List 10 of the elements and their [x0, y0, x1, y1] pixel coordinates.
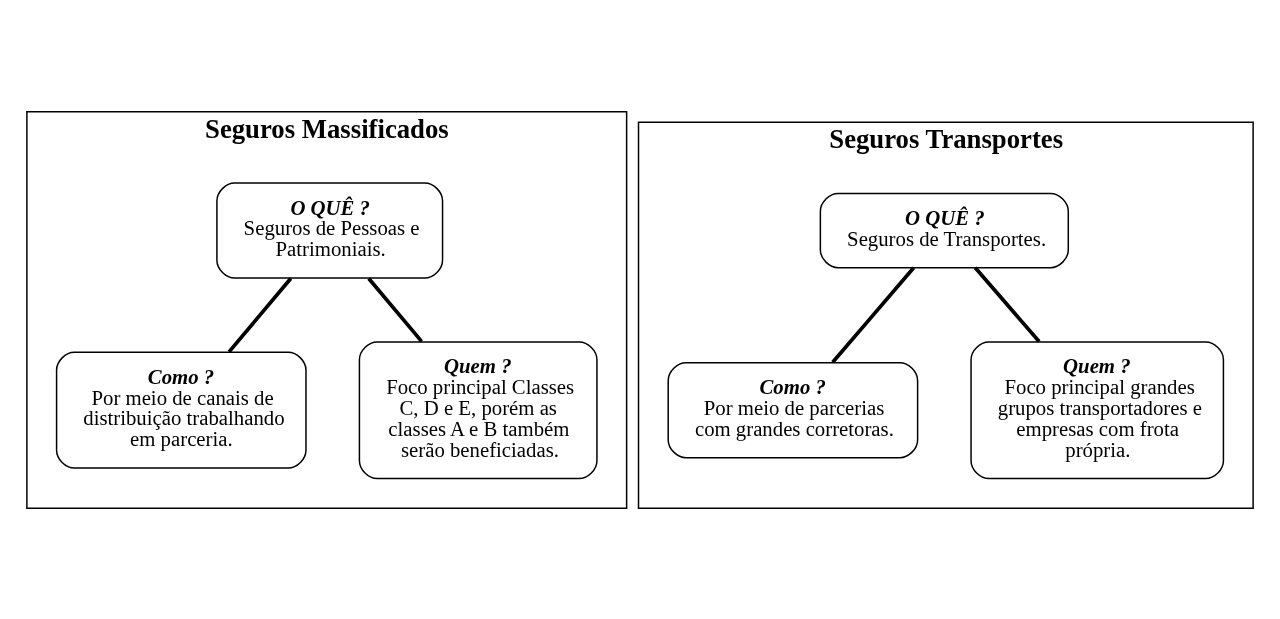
- node-box: Como ? Por meio de parcerias com grandes corretoras.: [667, 361, 919, 458]
- node-box: O QUÊ ? Seguros de Pessoas e Patrimoniais.: [216, 181, 444, 279]
- node-box: Como ? Por meio de canais de distribuição trabalhando em parceria.: [55, 351, 307, 469]
- connector: [367, 276, 423, 343]
- connector: [831, 266, 916, 363]
- node-box: O QUÊ ? Seguros de Transportes.: [819, 192, 1070, 268]
- connector: [227, 276, 293, 353]
- node-box: Quem ? Foco principal Classes C, D e E, porém as classes A e B também serão beneficiadas.: [358, 340, 598, 479]
- connector: [973, 266, 1041, 343]
- node-box: Quem ? Foco principal grandes grupos transportadores e empresas com frota própria.: [970, 340, 1225, 479]
